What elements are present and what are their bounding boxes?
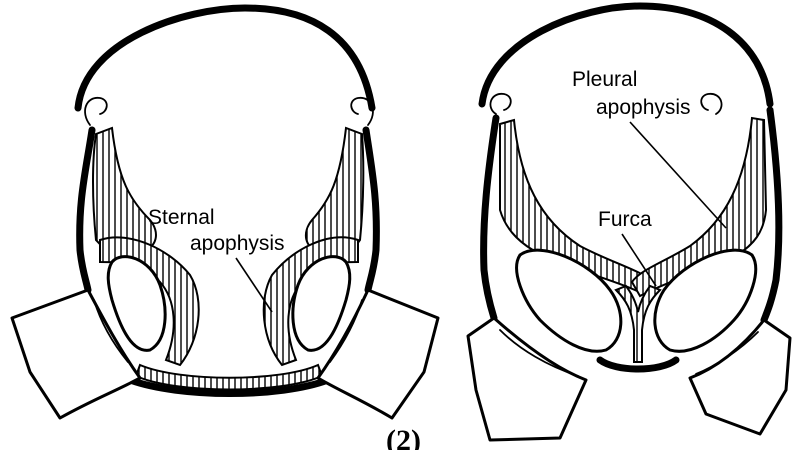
left-pleural-hatch-left [93, 128, 156, 253]
left-notum-hook-right [351, 98, 373, 125]
left-side-wall-right [366, 130, 376, 290]
pleural-label-line2: apophysis [596, 96, 691, 119]
right-notum-hook-left [490, 94, 510, 114]
furca-label: Furca [598, 208, 652, 231]
left-side-wall-left [80, 130, 92, 290]
pleural-label-line1: Pleural [572, 68, 637, 91]
furca-hatch [616, 286, 660, 362]
left-pleural-hatch-right [306, 128, 363, 253]
left-notum-outline [78, 8, 372, 108]
sternal-label-line1: Sternal [148, 206, 215, 229]
sternal-label-line2: apophysis [190, 232, 285, 255]
right-notum-hook-right [701, 94, 721, 114]
right-side-wall-left [484, 118, 496, 318]
left-thorax-diagram: Sternal apophysis [12, 8, 438, 418]
right-thorax-diagram: Pleural apophysis Furca [468, 6, 790, 440]
figure-caption: (2) [386, 424, 421, 450]
left-notum-hook-left [85, 98, 107, 125]
